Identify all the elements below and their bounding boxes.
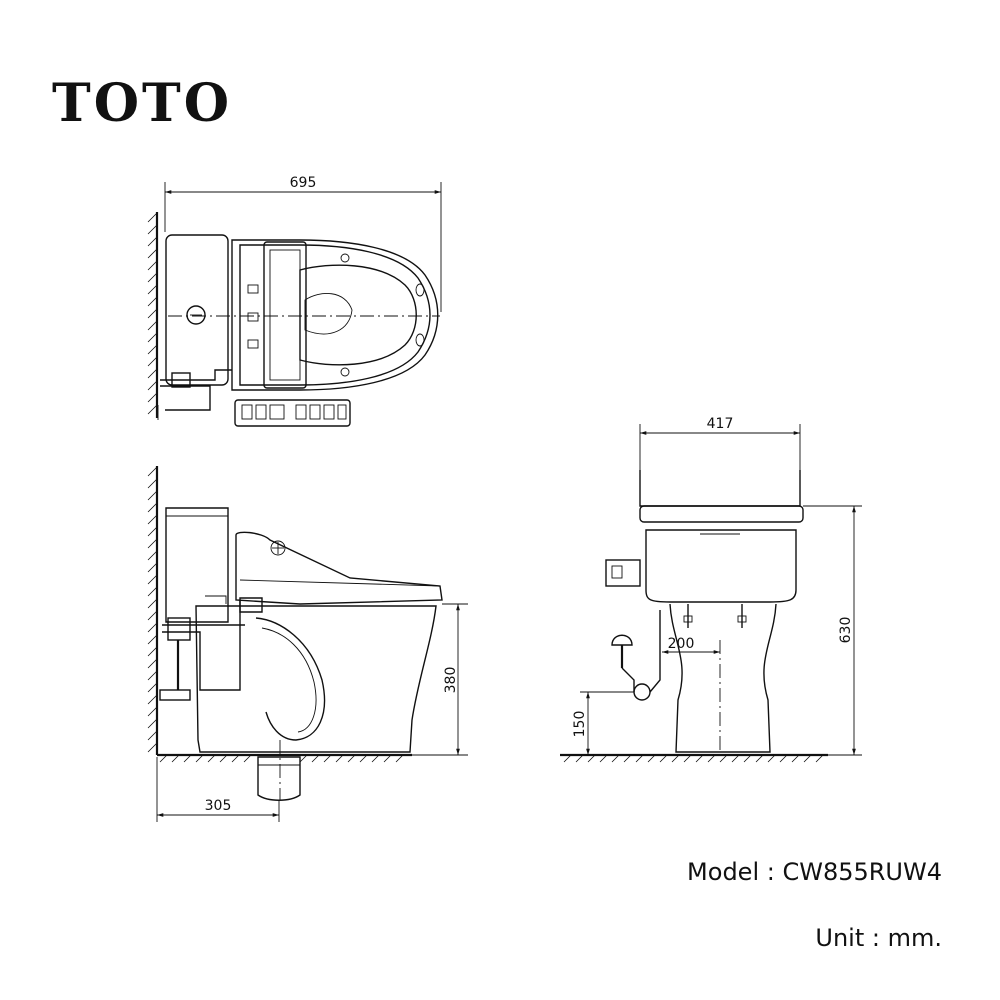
dim-label-630: 630 [838,617,854,644]
top-seat-outline [231,239,439,391]
model-label: Model : CW855RUW4 [687,858,942,886]
front-valve-knob [611,634,633,646]
top-flush-button [186,305,206,325]
side-view: 380 305 [147,466,468,822]
front-supply-inlet [633,683,651,701]
top-view: 695 [147,175,442,427]
dim-label-380: 380 [443,667,459,694]
toto-logo: TOTO [52,73,232,134]
dim-label-417: 417 [707,416,734,432]
dim-label-200: 200 [668,636,695,652]
top-tank [165,234,229,386]
side-tank [165,507,229,623]
front-tank [639,470,801,507]
side-trapway [255,617,326,741]
unit-label: Unit : mm. [815,924,942,952]
front-seat-lid [639,505,804,523]
side-seat [235,531,443,605]
top-remote-panel [234,399,351,427]
front-side-control [605,559,641,587]
front-seat-unit [645,529,797,603]
top-valve [171,372,191,388]
front-bowl [669,603,777,753]
front-view: 417 630 150 200 [560,416,862,763]
dim-label-305: 305 [205,798,232,814]
top-seat-opening [299,264,417,366]
side-supply-pipe [162,600,245,691]
top-wall-hatch [147,212,158,415]
dim-label-695: 695 [290,175,317,191]
side-wall-hatch [147,466,158,753]
side-bowl [195,605,437,753]
side-outlet [257,756,301,801]
top-hinge-unit [263,241,307,389]
dim-label-150: 150 [572,711,588,738]
